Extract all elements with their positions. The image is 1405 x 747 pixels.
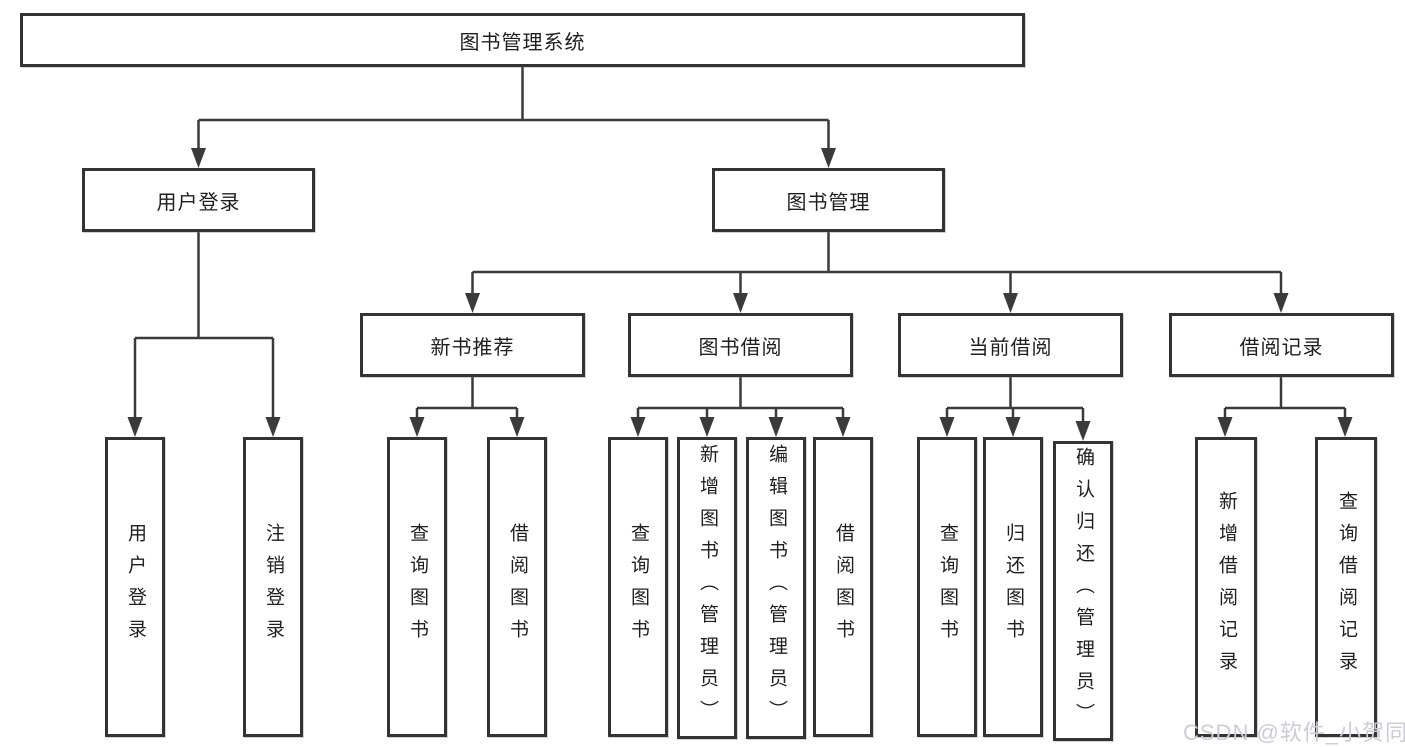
leaf-query-borrow-record-label: 查询借阅记录 [1335, 491, 1357, 683]
node-new-book-recommend-label: 新书推荐 [430, 336, 515, 359]
leaf-query-books-3: 查询图书 [917, 437, 977, 737]
node-borrow-records: 借阅记录 [1169, 313, 1394, 377]
arrowheads [127, 148, 1353, 441]
leaf-user-login-label: 用户登录 [124, 523, 146, 651]
node-book-management-label: 图书管理 [786, 191, 871, 214]
node-current-borrow: 当前借阅 [898, 313, 1123, 377]
leaf-confirm-return-admin: 确认归还（管理员） [1053, 441, 1113, 741]
node-current-borrow-label: 当前借阅 [968, 336, 1053, 359]
leaf-logout: 注销登录 [243, 437, 303, 737]
leaf-query-books-1: 查询图书 [387, 437, 447, 737]
leaf-logout-label: 注销登录 [262, 523, 284, 651]
node-book-management: 图书管理 [712, 168, 945, 232]
leaf-confirm-return-admin-label: 确认归还（管理员） [1072, 447, 1094, 735]
leaf-edit-books-admin: 编辑图书（管理员） [746, 437, 806, 739]
csdn-watermark: CSDN @软件_小贺同学 [1183, 720, 1405, 745]
leaf-query-books-2: 查询图书 [608, 437, 668, 737]
leaf-borrow-books-1: 借阅图书 [487, 437, 547, 737]
leaf-edit-books-admin-label: 编辑图书（管理员） [765, 444, 787, 732]
leaf-borrow-books-2: 借阅图书 [813, 437, 873, 737]
node-borrow-records-label: 借阅记录 [1239, 336, 1324, 359]
leaf-user-login: 用户登录 [105, 437, 165, 737]
node-book-borrow: 图书借阅 [628, 313, 853, 377]
node-root: 图书管理系统 [20, 13, 1025, 67]
leaf-add-borrow-record-label: 新增借阅记录 [1215, 491, 1237, 683]
leaf-add-books-admin-label: 新增图书（管理员） [696, 444, 718, 732]
leaf-query-borrow-record: 查询借阅记录 [1315, 437, 1377, 737]
leaf-add-borrow-record: 新增借阅记录 [1195, 437, 1257, 737]
leaf-borrow-books-1-label: 借阅图书 [506, 523, 528, 651]
node-new-book-recommend: 新书推荐 [360, 313, 585, 377]
node-root-label: 图书管理系统 [459, 31, 586, 54]
node-user-login: 用户登录 [82, 168, 315, 232]
leaf-query-books-2-label: 查询图书 [627, 523, 649, 651]
leaf-return-books-label: 归还图书 [1002, 523, 1024, 651]
leaf-query-books-1-label: 查询图书 [406, 523, 428, 651]
node-book-borrow-label: 图书借阅 [698, 336, 783, 359]
leaf-add-books-admin: 新增图书（管理员） [677, 437, 737, 739]
node-user-login-label: 用户登录 [156, 191, 241, 214]
leaf-query-books-3-label: 查询图书 [936, 523, 958, 651]
leaf-borrow-books-2-label: 借阅图书 [832, 523, 854, 651]
leaf-return-books: 归还图书 [983, 437, 1043, 737]
